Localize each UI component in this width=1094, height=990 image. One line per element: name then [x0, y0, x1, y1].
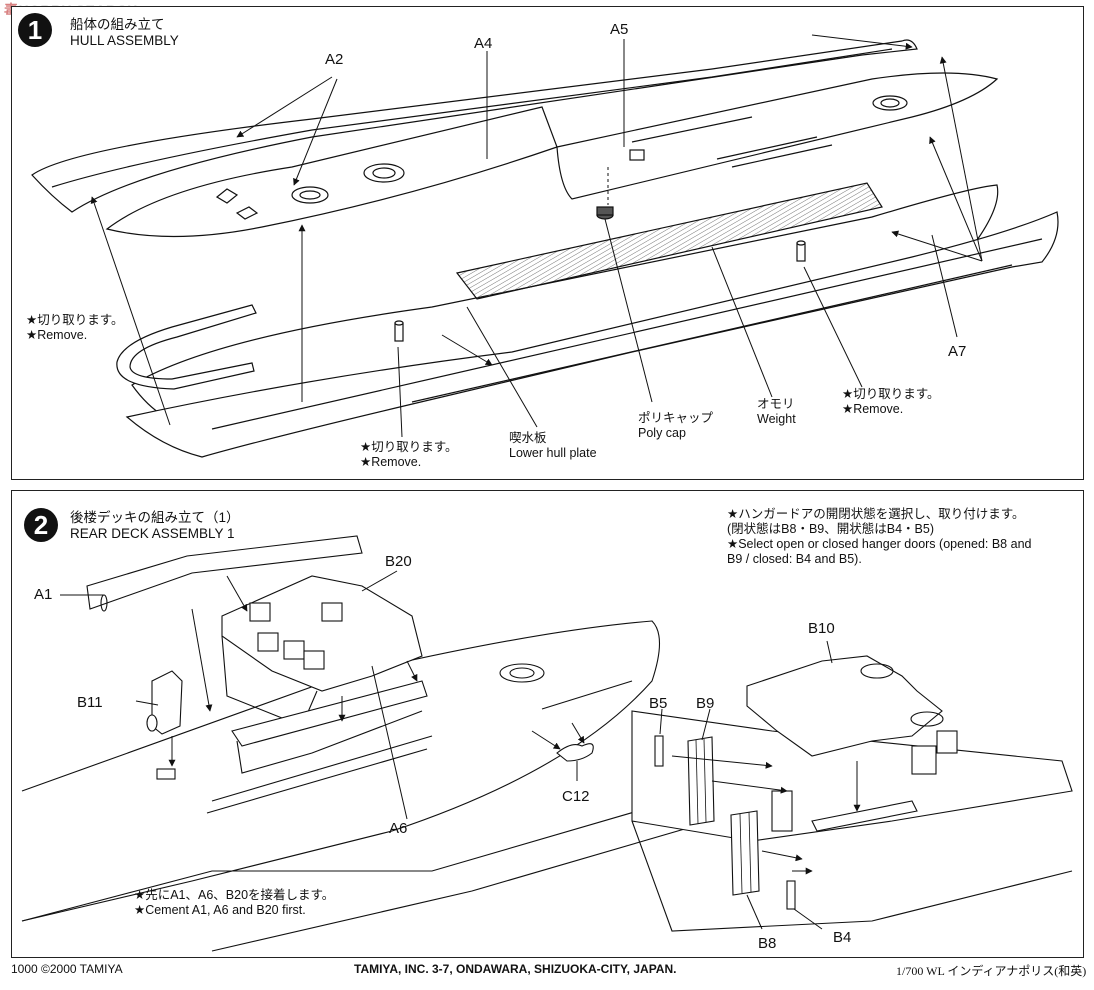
part-label-a2: A2	[325, 51, 344, 68]
part-label-a7: A7	[948, 343, 967, 360]
rear-deck-assembly-drawing	[21, 535, 1073, 952]
remove-note-left: ★切り取ります。 ★Remove.	[26, 313, 124, 342]
step2-title: 後楼デッキの組み立て（1） REAR DECK ASSEMBLY 1	[70, 510, 240, 541]
lower-hull-plate-label: 喫水板 Lower hull plate	[509, 431, 597, 460]
hanger-door-note: ★ハンガードアの開閉状態を選択し、取り付けます。 (閉状態はB8・B9、開状態は…	[727, 507, 1032, 566]
cement-first-note: ★先にA1、A6、B20を接着します。 ★Cement A1, A6 and B…	[134, 888, 335, 917]
step1-title: 船体の組み立て HULL ASSEMBLY	[70, 17, 179, 48]
hull-assembly-drawing	[31, 34, 1059, 458]
part-label-c12: C12	[562, 788, 590, 805]
poly-cap-label: ポリキャップ Poly cap	[638, 411, 714, 440]
part-label-a5: A5	[610, 21, 629, 38]
part-label-b20: B20	[385, 553, 412, 570]
weight-label: オモリ Weight	[757, 397, 796, 426]
step-number-badge: 1	[18, 13, 52, 47]
part-label-b10: B10	[808, 620, 835, 637]
footer-right: 1/700 WL インディアナポリス(和英)	[896, 964, 1087, 978]
part-label-b11: B11	[77, 694, 103, 711]
part-label-b4: B4	[833, 929, 852, 946]
part-label-a4: A4	[474, 35, 493, 52]
step1-panel: 1 船体の組み立て HULL ASSEMBLY A2 A4 A5 A7 ★切り取…	[11, 6, 1084, 480]
part-label-b9: B9	[696, 695, 715, 712]
part-label-b5: B5	[649, 695, 668, 712]
step2-panel: 2 後楼デッキの組み立て（1） REAR DECK ASSEMBLY 1 ★ハン…	[11, 490, 1084, 958]
footer-center: TAMIYA, INC. 3-7, ONDAWARA, SHIZUOKA-CIT…	[354, 962, 677, 976]
remove-note-right: ★切り取ります。 ★Remove.	[842, 387, 940, 416]
remove-note-center: ★切り取ります。 ★Remove.	[360, 440, 458, 469]
step-number-badge: 2	[24, 508, 58, 542]
part-label-b8: B8	[758, 935, 777, 952]
footer-left: 1000 ©2000 TAMIYA	[11, 962, 123, 976]
part-label-a1: A1	[34, 586, 53, 603]
part-label-a6: A6	[389, 820, 408, 837]
